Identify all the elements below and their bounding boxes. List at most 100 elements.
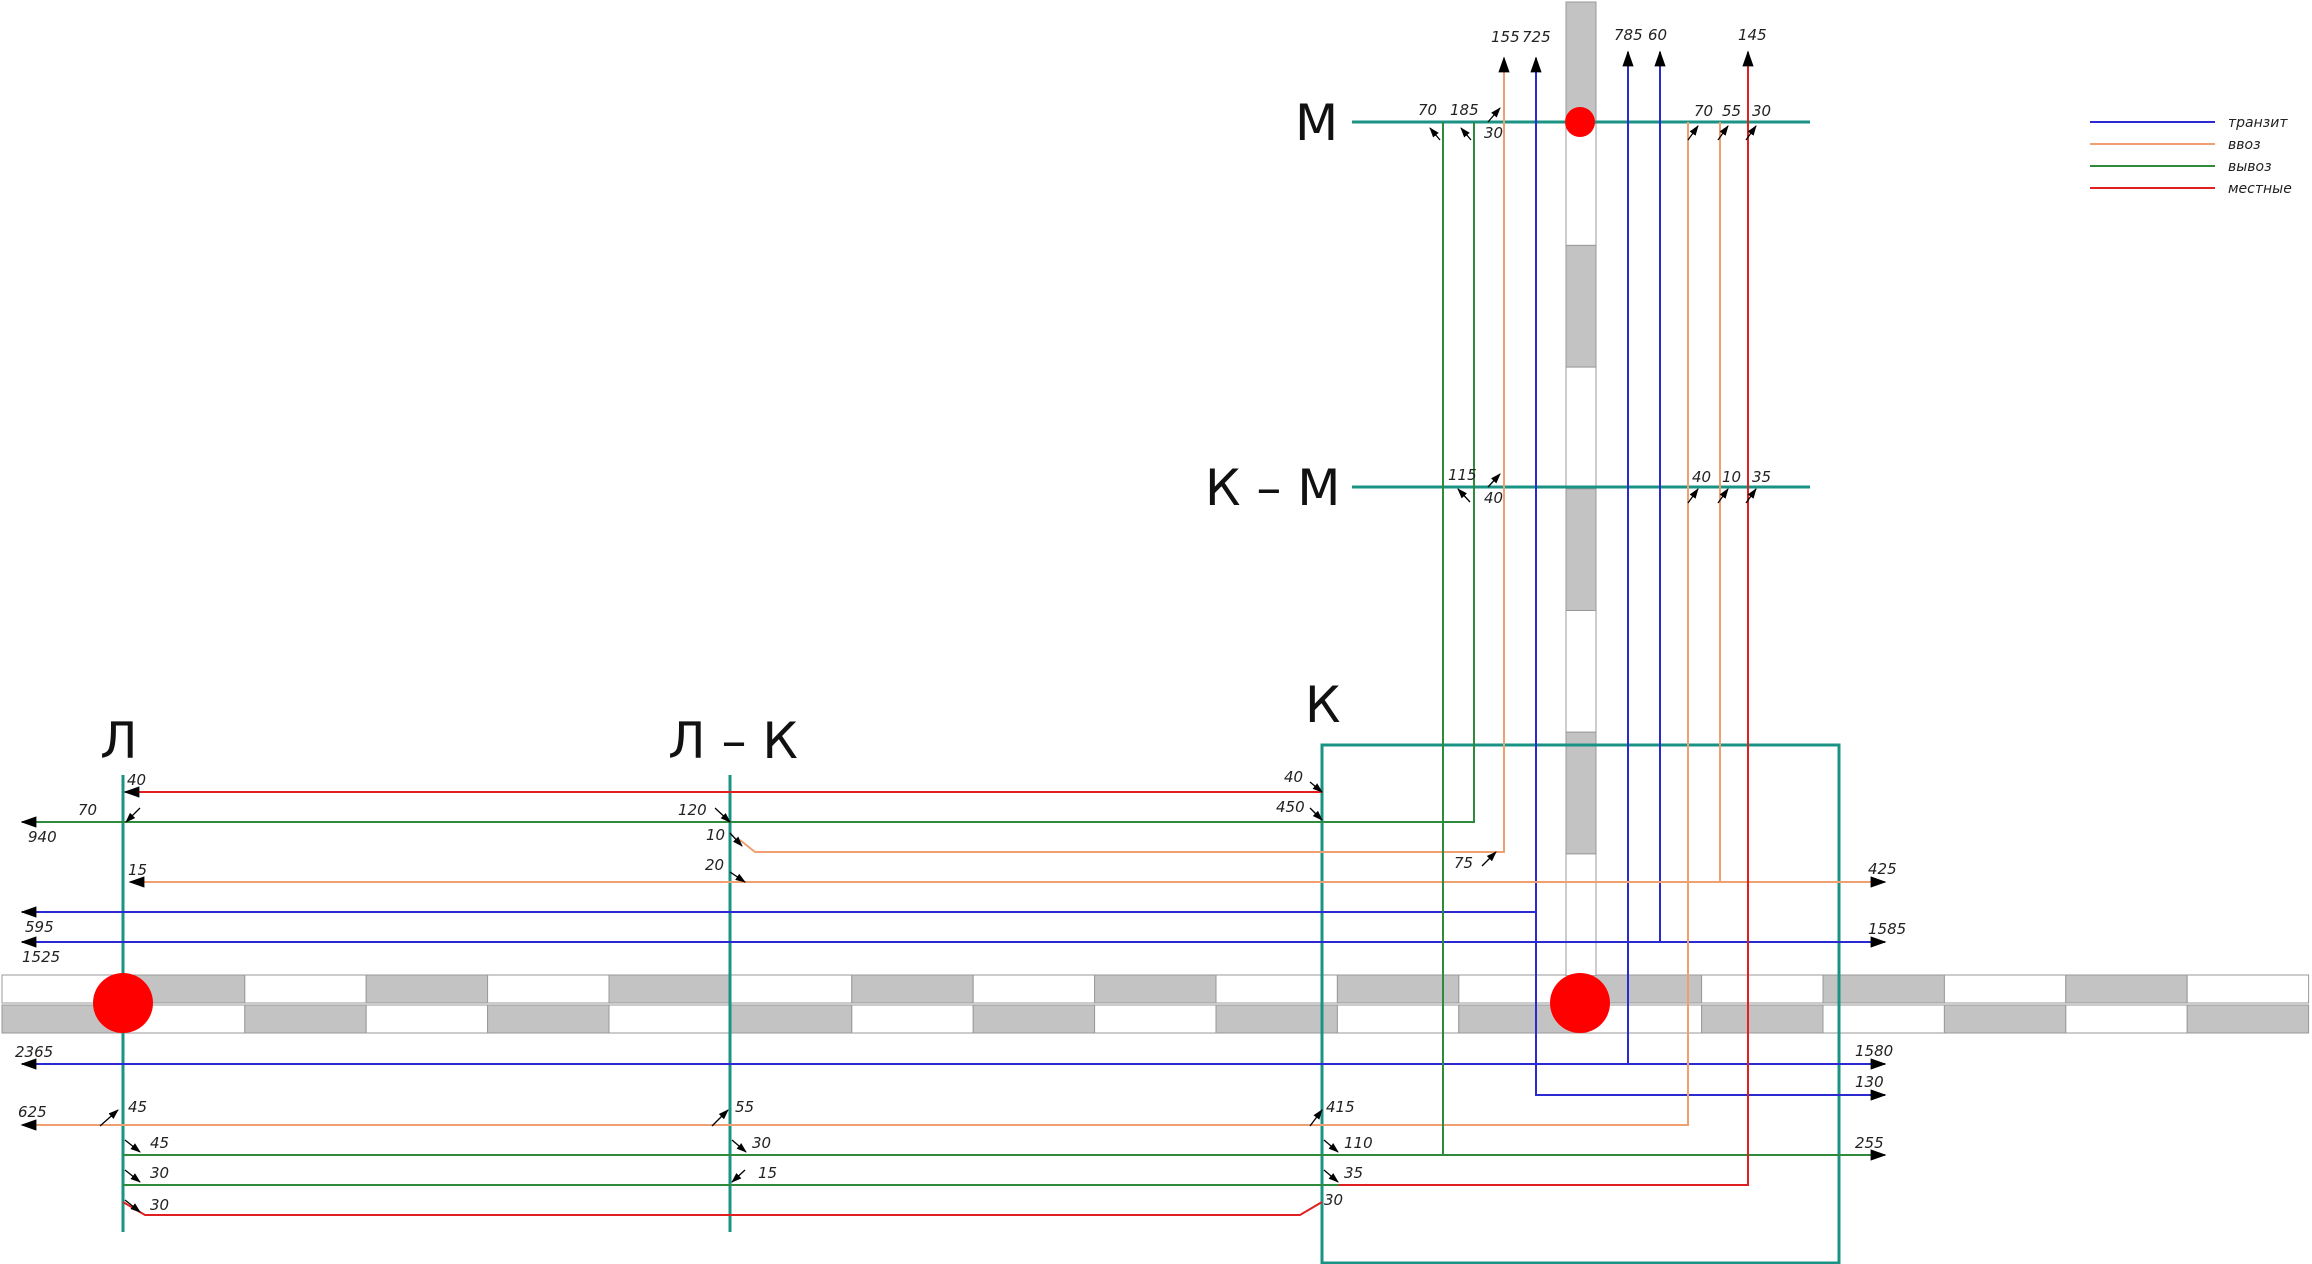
value-label: 60 [1648,26,1667,44]
track-segment [1336,974,1460,1004]
value-label: 625 [18,1103,47,1121]
track-segment [851,974,974,1004]
track-segment [1565,123,1597,246]
track-segment [1943,974,2067,1004]
value-label: 595 [25,918,54,936]
station-label-k: К [1305,676,1341,734]
value-label: 45 [150,1134,169,1152]
station-dots [93,107,1610,1033]
value-label: 30 [752,1134,771,1152]
track-segment [2065,974,2188,1004]
value-label: 30 [150,1164,169,1182]
track-segment [608,974,731,1004]
value-label: 185 [1450,101,1479,119]
value-label: 155 [1491,28,1520,46]
track-segment [1565,853,1597,977]
track-segment [2186,974,2310,1004]
track-segment [972,1004,1096,1034]
import-line-155 [739,56,1510,853]
track-segment [1565,488,1597,611]
track-segment [487,1004,610,1034]
track-segment [1943,1004,2067,1034]
track-segment [729,974,853,1004]
flow-lines [20,50,1887,1216]
track-segment [1336,1004,1460,1034]
value-label: 145 [1738,26,1767,44]
value-label: 40 [1692,468,1711,486]
station-names: Л Л – К К К – М М [100,94,1341,770]
station-label-l: Л [100,712,138,770]
legend-label-transit: транзит [2228,115,2288,131]
value-label: 10 [706,826,725,844]
value-label: 20 [705,856,724,874]
value-label: 35 [1752,468,1771,486]
value-label: 15 [128,861,147,879]
value-label: 30 [150,1196,169,1214]
value-label: 55 [735,1098,754,1116]
import-line-625 [20,122,1689,1131]
value-label: 40 [127,771,146,789]
value-label: 70 [1694,102,1713,120]
value-label: 35 [1344,1164,1363,1182]
station-label-m: М [1295,94,1338,152]
track-segment [1565,244,1597,368]
value-label: 30 [1324,1191,1343,1209]
vertical-railway-track [1565,1,1597,977]
value-label: 30 [1752,102,1771,120]
value-label: 45 [128,1098,147,1116]
legend: транзит ввоз вывоз местные [2090,115,2292,197]
value-label: 110 [1344,1134,1373,1152]
track-segment [729,1004,853,1034]
legend-label-export: вывоз [2228,159,2272,175]
transit-line-1525 [20,50,1666,948]
value-label: 10 [1722,468,1741,486]
value-label: 75 [1454,854,1473,872]
legend-label-local: местные [2228,181,2292,197]
track-segment [1565,731,1597,855]
station-k-dot [1550,973,1610,1033]
value-label: 785 [1614,26,1643,44]
track-segment [851,1004,974,1034]
track-segment [1215,974,1338,1004]
value-label: 415 [1326,1098,1355,1116]
value-label: 425 [1868,860,1897,878]
pointer-ticks [99,107,1757,1213]
track-segment [2186,1004,2310,1034]
legend-label-import: ввоз [2228,137,2261,153]
value-label: 1585 [1868,920,1906,938]
value-label: 1525 [22,948,60,966]
flow-value-labels: 155 725 785 60 145 70 185 30 70 55 30 11… [15,26,1906,1214]
local-line-145 [1339,50,1754,1186]
value-label: 1580 [1855,1042,1893,1060]
value-label: 725 [1522,28,1551,46]
station-label-km: К – М [1205,459,1340,517]
value-label: 70 [78,801,97,819]
value-label: 450 [1276,798,1305,816]
track-segment [1094,974,1217,1004]
track-segment [365,1004,489,1034]
track-segment [608,1004,731,1034]
track-segment [244,1004,367,1034]
local-line-30 [122,1201,1323,1216]
value-label: 115 [1448,466,1477,484]
track-segment [1565,610,1597,733]
track-segment [1701,974,1824,1004]
value-label: 255 [1855,1134,1884,1152]
station-l-dot [93,973,153,1033]
track-segment [1565,366,1597,490]
value-label: 130 [1855,1073,1884,1091]
value-label: 15 [758,1164,777,1182]
value-label: 30 [1484,124,1503,142]
track-segment [365,974,489,1004]
track-segment [487,974,610,1004]
track-segment [1094,1004,1217,1034]
value-label: 120 [678,801,707,819]
value-label: 940 [28,828,57,846]
export-line-70 [20,122,1475,828]
station-m-dot [1565,107,1595,137]
value-label: 70 [1418,101,1437,119]
track-segment [1565,1,1597,125]
value-label: 2365 [15,1043,53,1061]
track-segment [2065,1004,2188,1034]
station-label-lk: Л – К [668,712,798,770]
